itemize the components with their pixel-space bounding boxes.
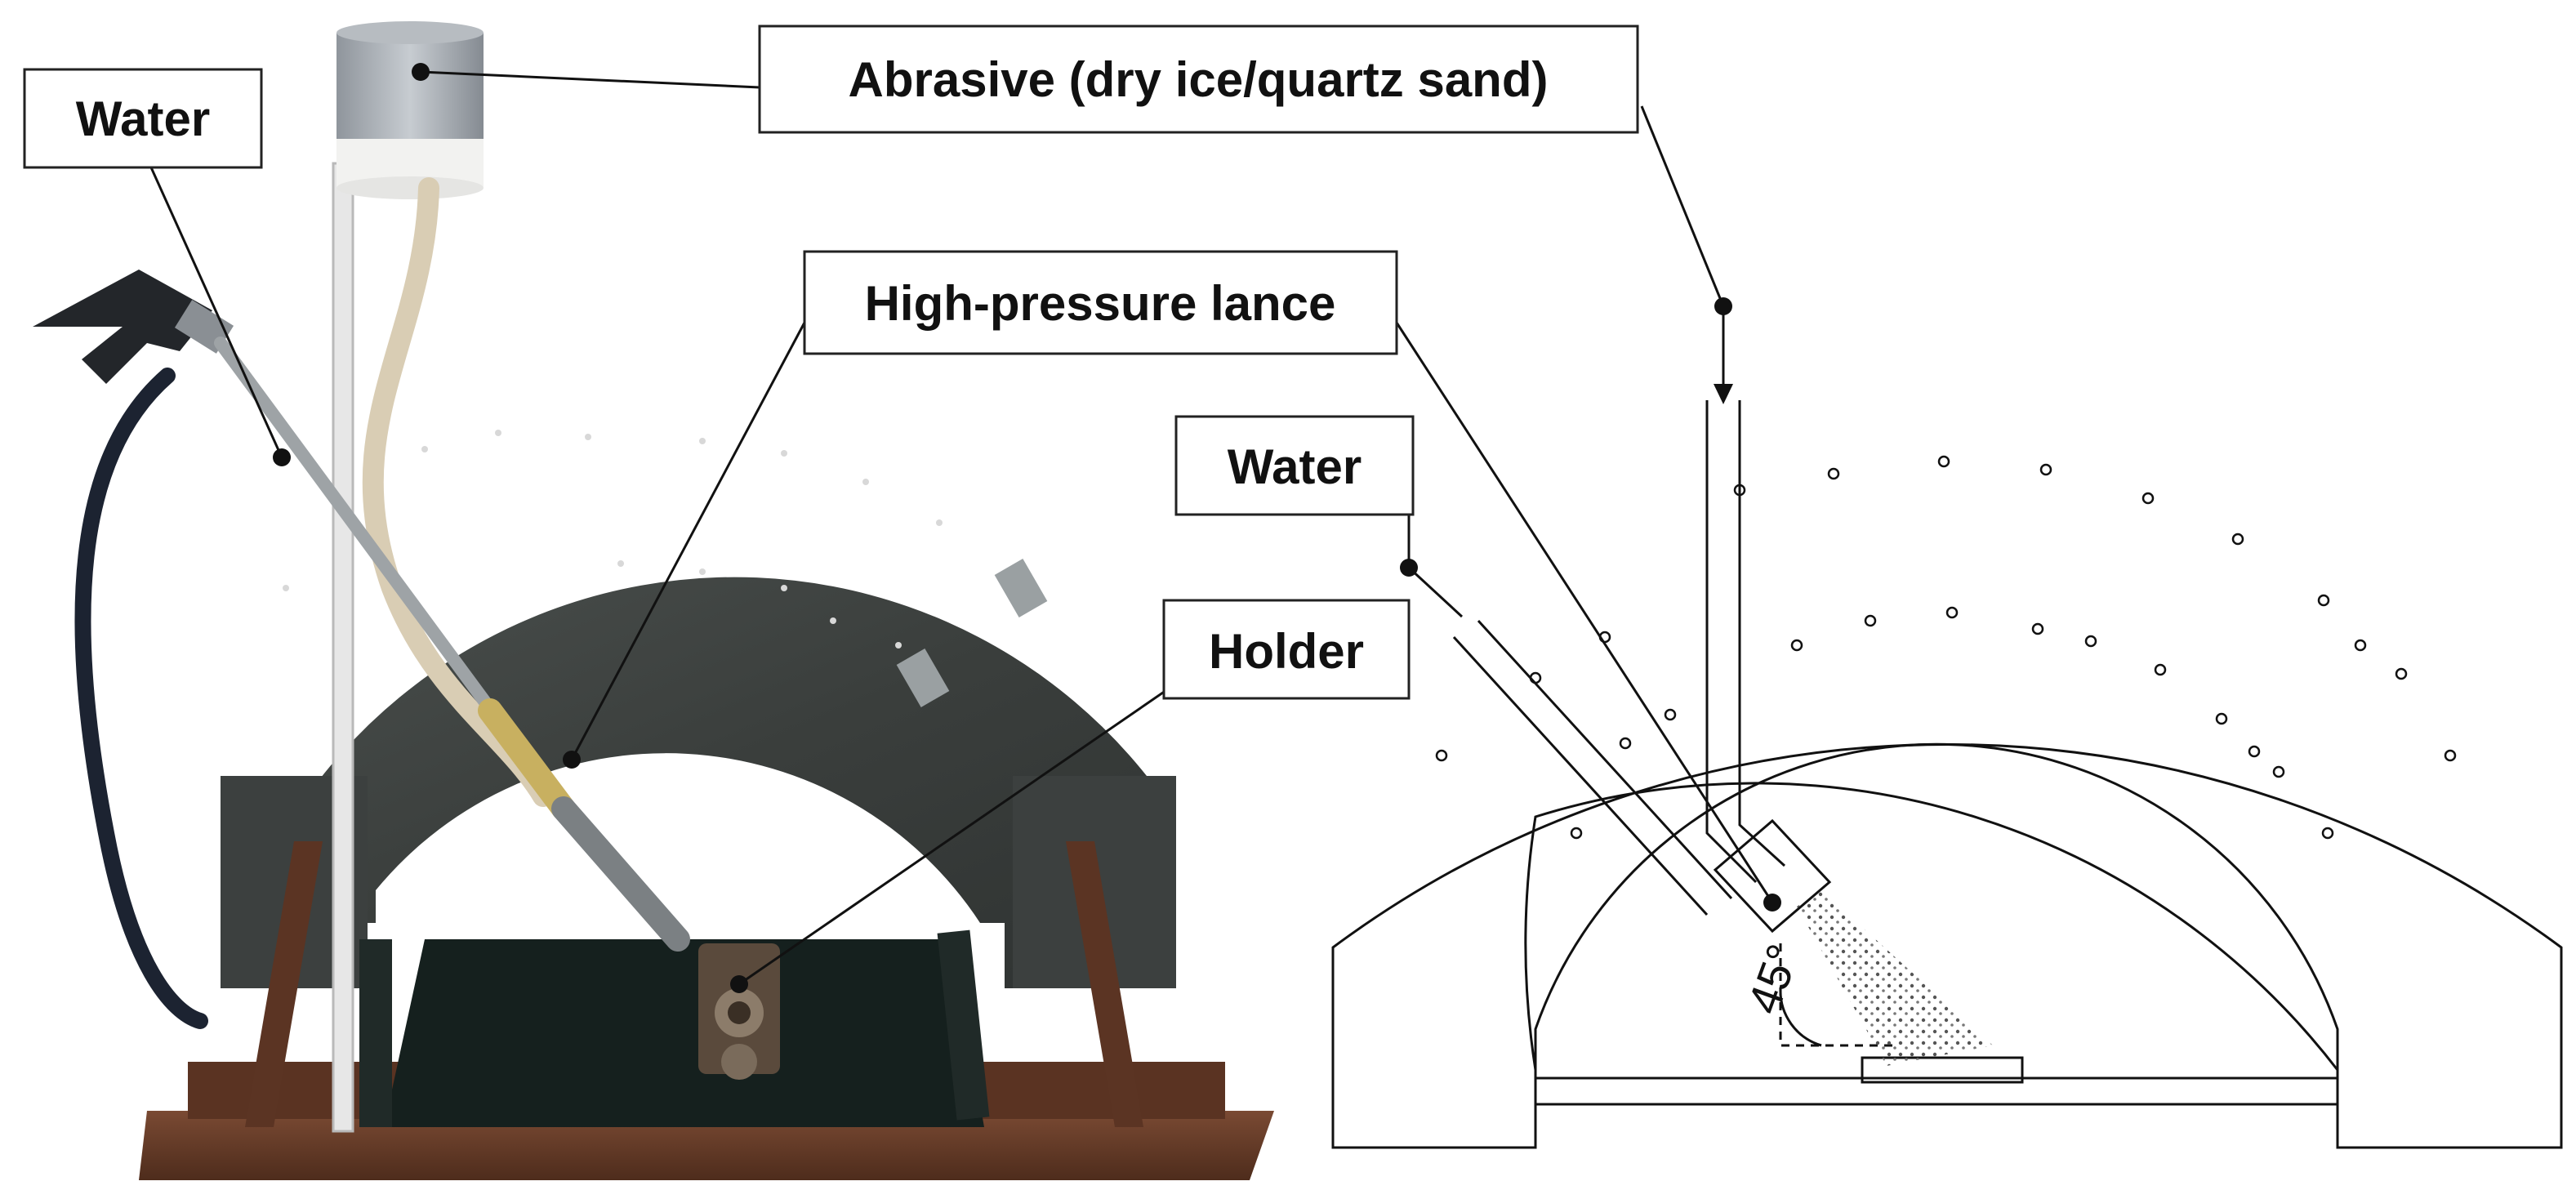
leader-lines [149,70,1774,986]
spray-cone [1797,890,1993,1066]
schematic-bolts [1435,455,2457,840]
spray-gun [33,270,234,384]
label-water-right-text: Water [1228,439,1362,494]
schematic-water-lance [1452,619,1733,916]
label-water-left: Water [23,68,263,169]
lance-fitting [478,698,576,821]
schematic-base-plate [1534,1076,2339,1106]
schematic-abrasive-tube [1705,400,1786,884]
arch-clamp [896,649,950,707]
schematic-drawing [1331,400,2563,1149]
arch-clamp [994,559,1048,617]
lance-nozzle [551,796,690,952]
schematic-arch [1331,743,2563,1149]
label-abrasive: Abrasive (dry ice/quartz sand) [758,25,1639,134]
holder-block [698,943,780,1080]
schematic-holder [1861,1056,2024,1084]
label-lance: High-pressure lance [803,250,1398,355]
support-leg-right [1066,841,1143,1127]
work-table [384,939,984,1127]
table-edge-right [937,929,990,1121]
arch-bolts [283,430,943,649]
label-water-right: Water [1174,415,1415,516]
rusty-base-frame [139,1111,1274,1180]
angle-arc [1779,987,1822,1047]
leader-dots [273,63,1781,993]
vertical-rod [332,162,354,1133]
angle-baseline [1779,943,1895,1047]
label-water-left-text: Water [76,91,210,146]
label-holder: Holder [1162,599,1411,700]
table-edge-left [359,939,392,1127]
label-holder-text: Holder [1209,624,1364,679]
label-abrasive-text: Abrasive (dry ice/quartz sand) [849,52,1549,107]
support-leg-left [245,841,323,1127]
label-lance-text: High-pressure lance [865,276,1336,331]
water-hose [74,368,208,1029]
schematic-inner-arc [1534,742,2339,1070]
photo-rig [33,21,1274,1180]
schematic-nozzle [1713,818,1832,934]
angle-label: 45° [1737,938,1809,1020]
abrasive-container [336,21,484,199]
arrow-head [1714,384,1733,404]
